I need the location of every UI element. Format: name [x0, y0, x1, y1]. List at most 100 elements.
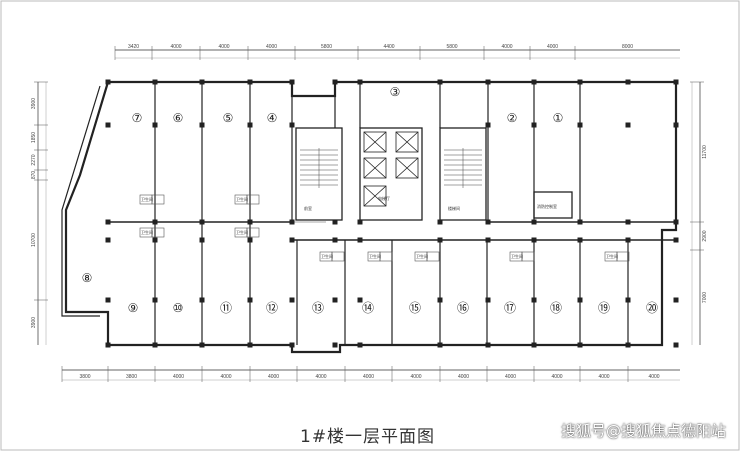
structural-column [332, 237, 338, 243]
restroom-cell [331, 251, 345, 262]
structural-column [577, 219, 583, 225]
top-dimension-text: 5800 [446, 44, 457, 50]
structural-column [152, 79, 158, 85]
bottom-dimension-text: 4000 [363, 374, 374, 380]
left-dimension-text: 3900 [31, 317, 37, 328]
unit-number-top: ⑥ [173, 111, 184, 125]
restroom-cell [379, 251, 393, 262]
structural-column [437, 219, 443, 225]
structural-column [289, 237, 295, 243]
structural-column [577, 122, 583, 128]
unit-number-bottom: ⑨ [128, 301, 139, 315]
bottom-dimension-text: 4000 [173, 374, 184, 380]
structural-column [625, 122, 631, 128]
structural-column [289, 342, 295, 348]
structural-columns [105, 79, 679, 348]
restroom-cell [426, 251, 440, 262]
core-area [295, 127, 573, 221]
structural-column [289, 79, 295, 85]
right-dimension-text: 2900 [702, 230, 708, 241]
unit-number-bottom: ⑬ [312, 301, 324, 315]
structural-column [152, 122, 158, 128]
bottom-dimension-line [62, 369, 680, 381]
left-dimension-text: 10700 [31, 233, 37, 247]
top-dimension-text: 4000 [218, 44, 229, 50]
top-row-partitions [154, 82, 581, 222]
front-room-label: 前室 [304, 205, 312, 211]
structural-column [673, 219, 679, 225]
structural-column [332, 79, 338, 85]
top-dimension-text: 4000 [170, 44, 181, 50]
structural-column [531, 342, 537, 348]
structural-column [332, 297, 338, 303]
bottom-dimension-text: 4000 [648, 374, 659, 380]
restroom-label: 卫生间 [321, 253, 333, 259]
structural-column [485, 342, 491, 348]
restroom-label: 卫生间 [141, 229, 153, 235]
right-dimensions: 11700 2900 7000 [690, 81, 708, 303]
top-dimension-text: 4000 [501, 44, 512, 50]
unit-number-bottom: ⑪ [220, 301, 232, 315]
right-dimension-text: 7000 [702, 292, 708, 303]
unit-number-bottom: ⑭ [362, 301, 374, 315]
structural-column [437, 342, 443, 348]
unit-number-bottom: ⑧ [82, 271, 93, 285]
left-dimension-text: 870 [31, 171, 37, 180]
unit-number-bottom: ⑲ [598, 301, 610, 315]
structural-column [577, 79, 583, 85]
structural-column [531, 79, 537, 85]
structural-column [105, 297, 111, 303]
structural-column [625, 342, 631, 348]
bottom-dimension-text: 3800 [79, 374, 90, 380]
structural-column [199, 122, 205, 128]
unit-number-top: ⑤ [223, 111, 234, 125]
elevator-hall-label: 电梯厅 [378, 195, 390, 201]
structural-column [673, 122, 679, 128]
bottom-dimension-text: 3800 [126, 374, 137, 380]
right-dimension-text: 11700 [702, 145, 708, 159]
left-dimension-text: 3900 [31, 98, 37, 109]
bottom-dimension-text: 4000 [315, 374, 326, 380]
structural-column [531, 219, 537, 225]
structural-column [357, 79, 363, 85]
restroom-blocks: 卫生间卫生间卫生间卫生间卫生间卫生间卫生间卫生间卫生间 [139, 194, 630, 262]
structural-column [247, 237, 253, 243]
structural-column [289, 122, 295, 128]
structural-column [531, 297, 537, 303]
structural-column [105, 79, 111, 85]
structural-column [485, 122, 491, 128]
structural-column [152, 237, 158, 243]
structural-column [105, 122, 111, 128]
restroom-label: 卫生间 [511, 253, 523, 259]
top-dimension-text: 5800 [321, 44, 332, 50]
bottom-dimension-text: 4000 [268, 374, 279, 380]
structural-column [199, 342, 205, 348]
structural-column [247, 122, 253, 128]
structural-column [485, 79, 491, 85]
bottom-dimension-text: 4000 [220, 374, 231, 380]
restroom-cell [521, 251, 535, 262]
structural-column [625, 237, 631, 243]
unit-number-top: ① [553, 111, 564, 125]
unit-number-top: ③ [390, 85, 401, 99]
structural-column [625, 79, 631, 85]
structural-column [247, 219, 253, 225]
right-dimension-line [691, 82, 701, 345]
structural-column [357, 219, 363, 225]
unit-number-top: ④ [267, 111, 278, 125]
top-dimension-text: 3420 [128, 44, 139, 50]
restroom-label: 卫生间 [369, 253, 381, 259]
restroom-cell [616, 251, 630, 262]
structural-column [199, 237, 205, 243]
structural-column [437, 297, 443, 303]
structural-column [485, 237, 491, 243]
restroom-label: 卫生间 [141, 196, 153, 202]
structural-column [437, 237, 443, 243]
structural-column [105, 342, 111, 348]
left-dimension-line [37, 82, 47, 345]
